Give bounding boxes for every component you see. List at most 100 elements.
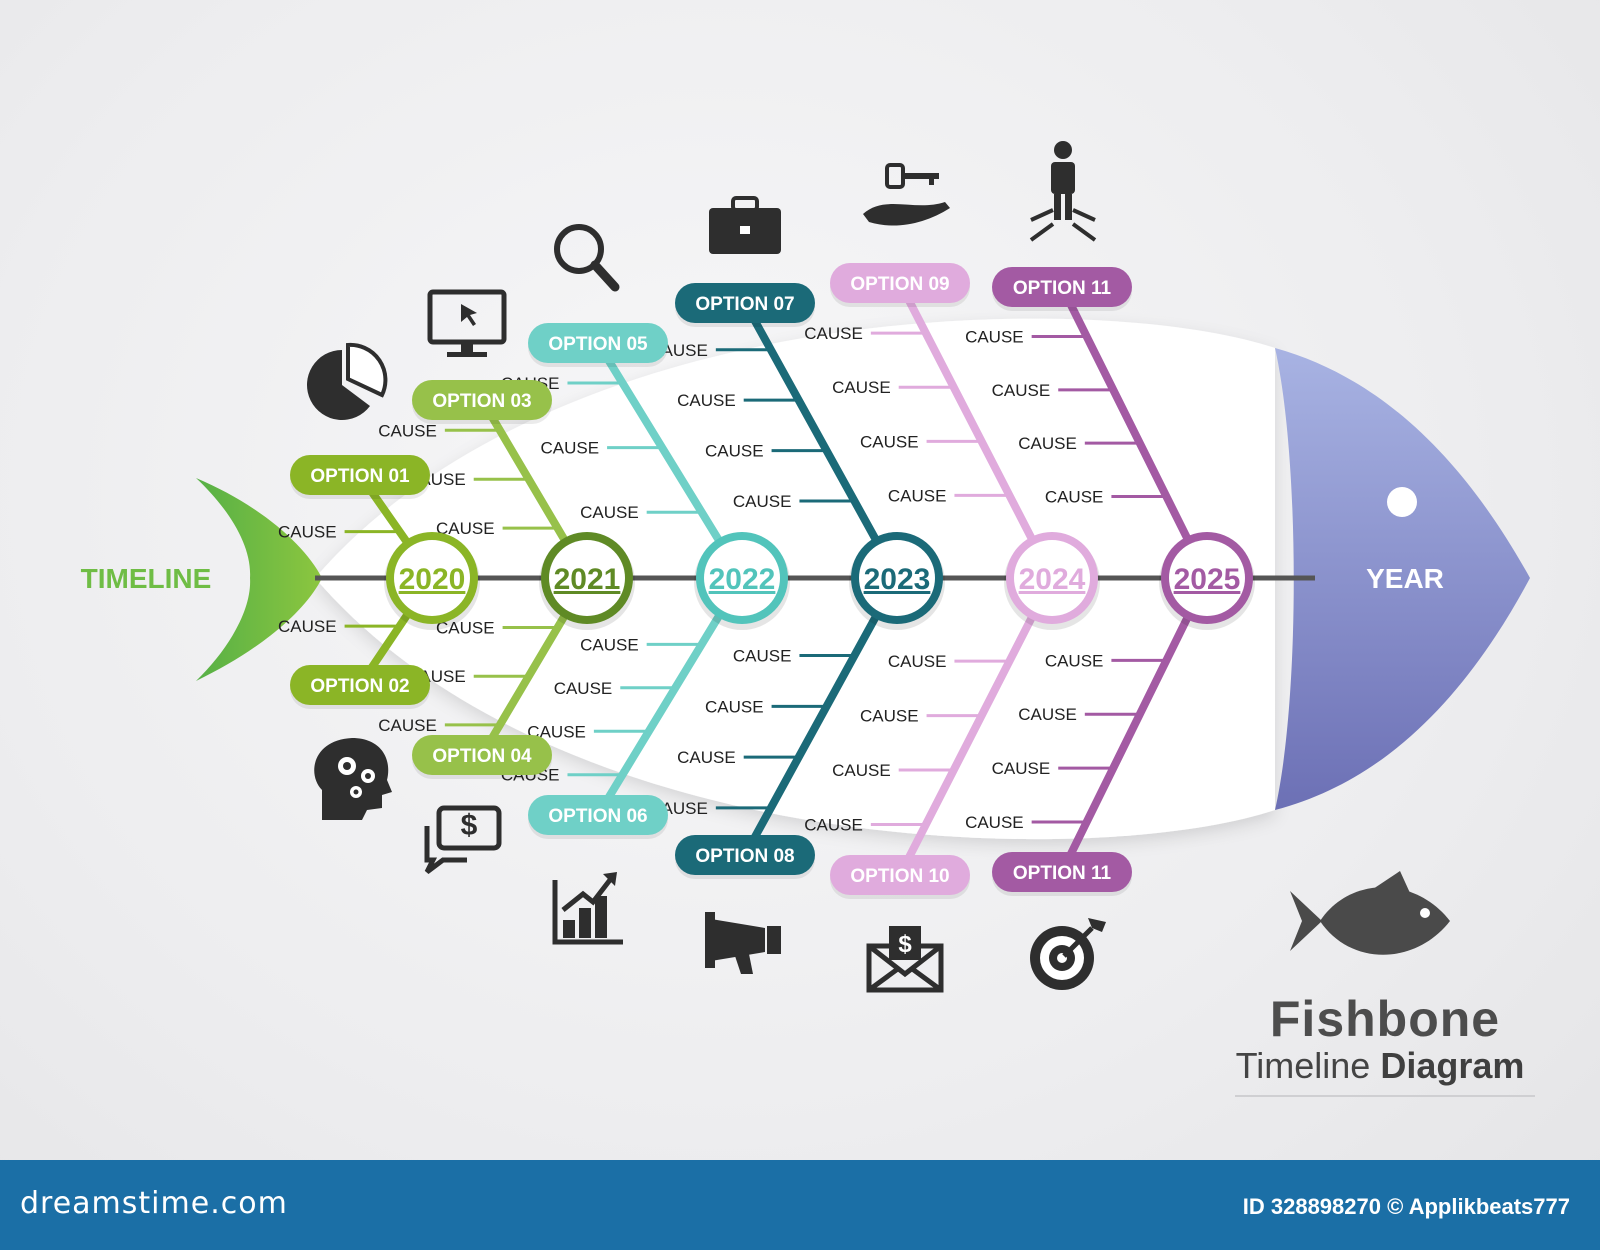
brand-divider [1235, 1095, 1535, 1097]
top-cause-label: CAUSE [1018, 434, 1077, 453]
option-label: OPTION 04 [432, 746, 532, 767]
fish-tail [196, 478, 322, 681]
money-chat-icon: $ [424, 805, 502, 874]
bottom-cause-label: CAUSE [1018, 705, 1077, 724]
bottom-cause-label: CAUSE [860, 707, 919, 726]
tail-label: TIMELINE [81, 563, 212, 594]
top-bone-6 [1058, 283, 1211, 582]
svg-text:$: $ [898, 931, 912, 958]
magnifier-icon [554, 224, 620, 292]
bottom-cause-label: CAUSE [733, 647, 792, 666]
bottom-cause-label: CAUSE [527, 722, 586, 741]
key-hand-icon [863, 163, 950, 226]
top-cause-label: CAUSE [804, 324, 863, 343]
option-label: OPTION 11 [1013, 863, 1112, 884]
top-cause-label: CAUSE [733, 492, 792, 511]
bottom-cause-label: CAUSE [804, 816, 863, 835]
option-pill-option-06: OPTION 06 [528, 795, 668, 839]
businessman-icon [1029, 141, 1097, 242]
bottom-cause-label: CAUSE [1045, 651, 1104, 670]
top-cause-label: CAUSE [965, 327, 1024, 346]
option-pill-option-10: OPTION 10 [830, 855, 970, 899]
fish-logo-icon [1290, 871, 1450, 955]
bottom-cause-label: CAUSE [436, 619, 495, 638]
briefcase-icon [709, 196, 781, 254]
option-pill-option-07: OPTION 07 [675, 283, 815, 327]
fishbone-diagram: CAUSE CAUSE CAUSE CAUSE CAUSE CAUSE CAUSE CAUSE… [81, 141, 1530, 993]
option-label: OPTION 08 [695, 846, 794, 867]
bottom-bone-3 [594, 574, 746, 819]
svg-text:$: $ [461, 809, 478, 842]
bottom-cause-label: CAUSE [888, 652, 947, 671]
option-label: OPTION 07 [695, 294, 794, 315]
option-label: OPTION 09 [850, 274, 949, 295]
brand-subtitle-light: Timeline [1235, 1045, 1371, 1086]
bottom-cause-label: CAUSE [705, 697, 764, 716]
brand-subtitle: Timeline Diagram [1195, 1045, 1565, 1087]
bottom-cause-label: CAUSE [677, 748, 736, 767]
option-label: OPTION 01 [310, 466, 410, 487]
bottom-cause-label: CAUSE [378, 716, 437, 735]
year-node-2023: 2023 [849, 532, 945, 630]
top-cause-label: CAUSE [278, 523, 337, 542]
top-cause-label: CAUSE [705, 442, 764, 461]
growth-chart-icon [552, 872, 623, 945]
fish-head [1275, 348, 1530, 810]
option-pill-option-09: OPTION 09 [830, 263, 970, 307]
year-label: 2023 [864, 563, 931, 596]
fish-eye [1387, 487, 1417, 517]
year-node-2021: 2021 [539, 532, 635, 630]
year-label: 2025 [1174, 563, 1241, 596]
head-gears-icon [314, 738, 392, 820]
footer-site-name: dreamstime.com [20, 1186, 288, 1221]
top-bone-4 [741, 299, 901, 582]
year-label: 2022 [709, 563, 776, 596]
option-pills-layer: OPTION 01 OPTION 03 OPTION 05 OPTION 07 OPTI… [290, 263, 1132, 899]
bottom-cause-label: CAUSE [580, 635, 639, 654]
year-label: 2020 [399, 563, 466, 596]
year-label: 2021 [554, 563, 621, 596]
money-envelope-icon: $ [866, 926, 944, 993]
bottom-bone-4 [741, 574, 901, 859]
brand-subtitle-bold: Diagram [1380, 1045, 1525, 1086]
top-bone-5 [896, 279, 1056, 582]
top-cause-label: CAUSE [378, 421, 437, 440]
top-cause-label: CAUSE [541, 439, 600, 458]
bottom-cause-label: CAUSE [992, 759, 1051, 778]
option-pill-option-05: OPTION 05 [528, 323, 668, 367]
bottom-cause-label: CAUSE [278, 617, 337, 636]
top-cause-label: CAUSE [677, 391, 736, 410]
year-label: 2024 [1019, 563, 1086, 596]
option-pill-option-04: OPTION 04 [412, 735, 552, 779]
option-label: OPTION 10 [850, 866, 949, 887]
year-node-2025: 2025 [1159, 532, 1255, 630]
year-node-2020: 2020 [384, 532, 480, 630]
top-cause-label: CAUSE [860, 432, 919, 451]
bottom-cause-label: CAUSE [832, 761, 891, 780]
top-cause-label: CAUSE [1045, 488, 1104, 507]
option-label: OPTION 06 [548, 806, 647, 827]
target-icon [1030, 918, 1106, 990]
brand-title: Fishbone [1269, 991, 1501, 1047]
option-label: OPTION 03 [432, 391, 531, 412]
option-pill-option-02: OPTION 02 [290, 665, 430, 709]
option-label: OPTION 11 [1013, 278, 1112, 299]
option-pill-option-11: OPTION 11 [992, 267, 1132, 311]
top-cause-label: CAUSE [992, 381, 1051, 400]
bottom-bone-5 [896, 574, 1056, 879]
top-cause-label: CAUSE [436, 519, 495, 538]
footer-bar: dreamstime.com ID 328898270 © Applikbeat… [0, 1160, 1600, 1250]
pie-chart-icon [307, 342, 388, 420]
bottom-cause-label: CAUSE [965, 813, 1024, 832]
head-label: YEAR [1366, 563, 1444, 594]
option-pill-option-03: OPTION 03 [412, 380, 552, 424]
option-pill-option-11: OPTION 11 [992, 852, 1132, 896]
year-node-2024: 2024 [1004, 532, 1100, 630]
option-label: OPTION 05 [548, 334, 648, 355]
option-pill-option-08: OPTION 08 [675, 835, 815, 879]
megaphone-icon [705, 912, 781, 974]
top-cause-label: CAUSE [580, 503, 639, 522]
year-nodes-layer: 2020 2021 2022 2023 2024 2025 [384, 532, 1255, 630]
bottom-bone-6 [1058, 574, 1211, 876]
